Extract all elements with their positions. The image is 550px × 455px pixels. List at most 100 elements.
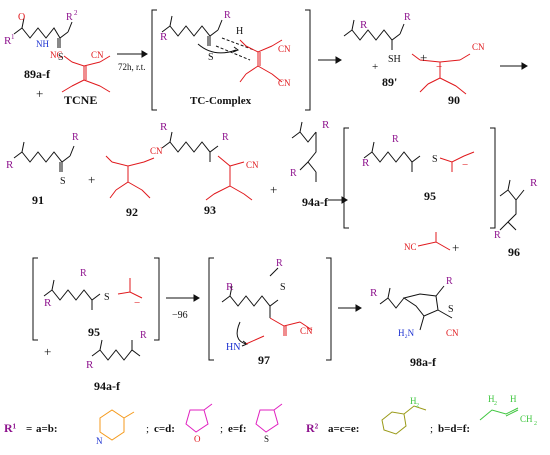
condition-time-temp: 72h, r.t. [118,62,146,72]
compound-94-structure-row2 [291,121,317,182]
c95-atom-R2: R [80,268,87,279]
tc-cn-1: CN [278,44,291,54]
label-94-row2: 94a-f [302,195,329,209]
atom-O: O [18,12,25,23]
bracket-95-left [32,257,38,341]
label-89: 89a-f [24,67,51,81]
legend-thienyl-ring [255,403,283,433]
label-89p: 89' [382,75,397,89]
legend-sep-2: ; [220,423,223,435]
legend-pyridyl-ring [99,409,135,441]
tcne-cn-1: CN [91,50,104,60]
plus-2: + [420,50,427,65]
c93-atom-R1: R [160,121,168,133]
compound-95-structure [43,278,143,310]
reaction-arrow-3 [500,62,528,70]
compound-97-structure [221,267,313,347]
legend-allyl-CH2-sub: 2 [534,421,537,427]
atom-sup2: 2 [74,9,78,17]
compound-98-structure [379,285,453,331]
label-93: 93 [204,203,216,217]
c91-atom-S: S [60,176,66,187]
legend-allyl-group [479,407,519,421]
bracket-97-right [326,257,332,361]
compound-malononitrile-structure [417,232,451,251]
plus-1: + [36,86,43,101]
c95-atom-S: S [104,292,110,303]
label-92: 92 [126,205,138,219]
c94-atom-R1: R [322,119,330,131]
tc-cn-2: CN [278,78,291,88]
malononitrile-nc: NC [404,242,417,252]
reaction-arrow-1 [117,50,148,58]
legend-allyl-H2-sub: 2 [494,401,497,407]
c89p-atom-R2: R [404,12,411,23]
c98-atom-R2: R [446,276,453,287]
legend-r2: R² [306,421,319,435]
c92-cn: CN [150,146,163,156]
c97-cn: CN [300,326,313,336]
compound-91-structure [13,141,75,172]
tcne-nc-1: NC [50,50,63,60]
bracket-tc-left [151,9,157,111]
bracket-95-right [154,257,160,341]
c95-minus: − [134,297,140,309]
label-tc-complex: TC-Complex [190,95,252,107]
c90-cn: CN [472,42,485,52]
label-95: 95 [88,325,100,339]
legend-furyl-ring [185,403,213,433]
c91-atom-R1: R [6,159,14,171]
c90-minus: − [436,61,442,73]
compound-89-structure [13,17,73,48]
label-97: 97 [258,353,270,367]
legend-allyl-CH2: CH [520,414,533,424]
c97-atom-HN: HN [226,342,240,353]
c96-atom-R1: R [530,177,538,189]
legend-cd: c=d: [154,423,175,435]
plus-6: + [44,344,51,359]
c95t-atom-S: S [432,154,438,165]
compound-89p-structure [343,19,405,50]
legend-benzyl-H2: H [410,396,417,406]
label-96: 96 [508,245,520,259]
legend-allyl-H: H [510,394,517,404]
label-91: 91 [32,193,44,207]
legend-ace: a=c=e: [328,423,359,435]
legend-benzyl-group [381,405,427,435]
label-94-row3: 94a-f [94,379,121,393]
compound-96-structure [499,179,525,231]
tc-atom-R2: R [224,10,231,21]
c93-cn: CN [246,160,259,170]
legend-sep-3: ; [430,423,433,435]
c94-atom-R2: R [290,168,297,179]
plus-5: + [452,240,459,255]
legend-furyl-O: O [194,434,201,444]
bracket-97-left [208,257,214,361]
reaction-arrow-4 [328,196,348,204]
c89p-atom-SH: SH [388,54,401,65]
c98-atom-S: S [448,304,454,315]
reaction-arrow-2 [318,56,342,64]
legend-sep-1: ; [146,423,149,435]
bracket-95-right-top [490,127,496,229]
c96-atom-R2: R [494,230,501,241]
c98-atom-NH2: H₂N [398,328,415,338]
c91-atom-R2: R [72,132,79,143]
plus-3: + [88,172,95,187]
c94b-atom-R1: R [86,359,94,371]
c97-atom-S: S [280,282,286,293]
compound-90-structure [411,53,471,95]
compound-92-structure [105,155,155,199]
condition-loss-96: −96 [172,310,188,321]
c97-atom-R2: R [276,258,283,269]
atom-sup1: 1 [11,33,15,41]
tcne-structure [61,55,111,93]
reaction-arrow-6 [338,304,362,312]
c95-atom-R1: R [44,297,52,309]
c95t-atom-R1: R [362,157,370,169]
c97-atom-R1: R [226,281,234,293]
c89p-atom-R1: R [360,19,368,31]
tc-complex-structure [161,15,283,83]
reaction-arrow-5 [166,294,200,302]
c98-cn: CN [446,328,459,338]
